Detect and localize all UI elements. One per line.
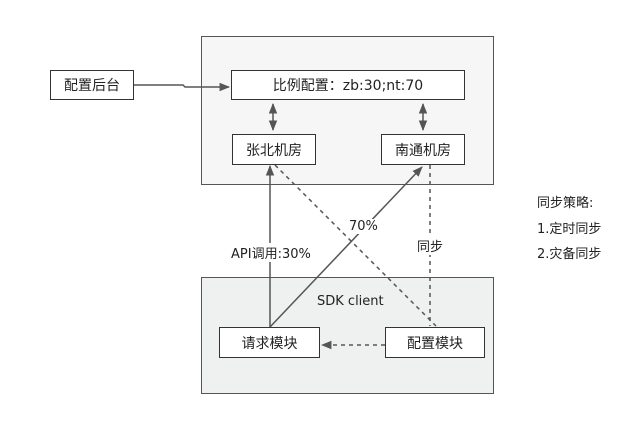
sync-strategy-item: 1.定时同步 xyxy=(537,222,602,237)
sync-label: 同步 xyxy=(415,236,446,255)
seventy-percent-label: 70% xyxy=(347,219,380,234)
sync-strategy-item: 2.灾备同步 xyxy=(537,247,602,262)
nantong-room-node: 南通机房 xyxy=(381,134,465,165)
zhangbei-to-configmodule-dashed xyxy=(274,164,437,327)
request-to-nantong-arrow xyxy=(269,166,423,328)
ratio-config-label: 比例配置：zb:30;nt:70 xyxy=(272,78,424,94)
sync-strategy-title: 同步策略: xyxy=(537,196,594,211)
backend-to-config-arrow xyxy=(134,82,231,92)
config-backend-node: 配置后台 xyxy=(50,70,134,100)
config-module-label: 配置模块 xyxy=(407,335,463,352)
nantong-room-label: 南通机房 xyxy=(395,142,451,159)
ratio-config-node: 比例配置：zb:30;nt:70 xyxy=(231,70,465,100)
config-module-node: 配置模块 xyxy=(385,327,485,358)
api-call-percent-label: API调用:30% xyxy=(229,243,313,262)
request-module-label: 请求模块 xyxy=(241,335,298,352)
zhangbei-room-node: 张北机房 xyxy=(232,134,316,165)
request-module-node: 请求模块 xyxy=(219,327,320,358)
sdk-client-title: SDK client xyxy=(317,294,384,309)
zhangbei-room-label: 张北机房 xyxy=(246,142,302,159)
config-backend-label: 配置后台 xyxy=(64,78,120,94)
